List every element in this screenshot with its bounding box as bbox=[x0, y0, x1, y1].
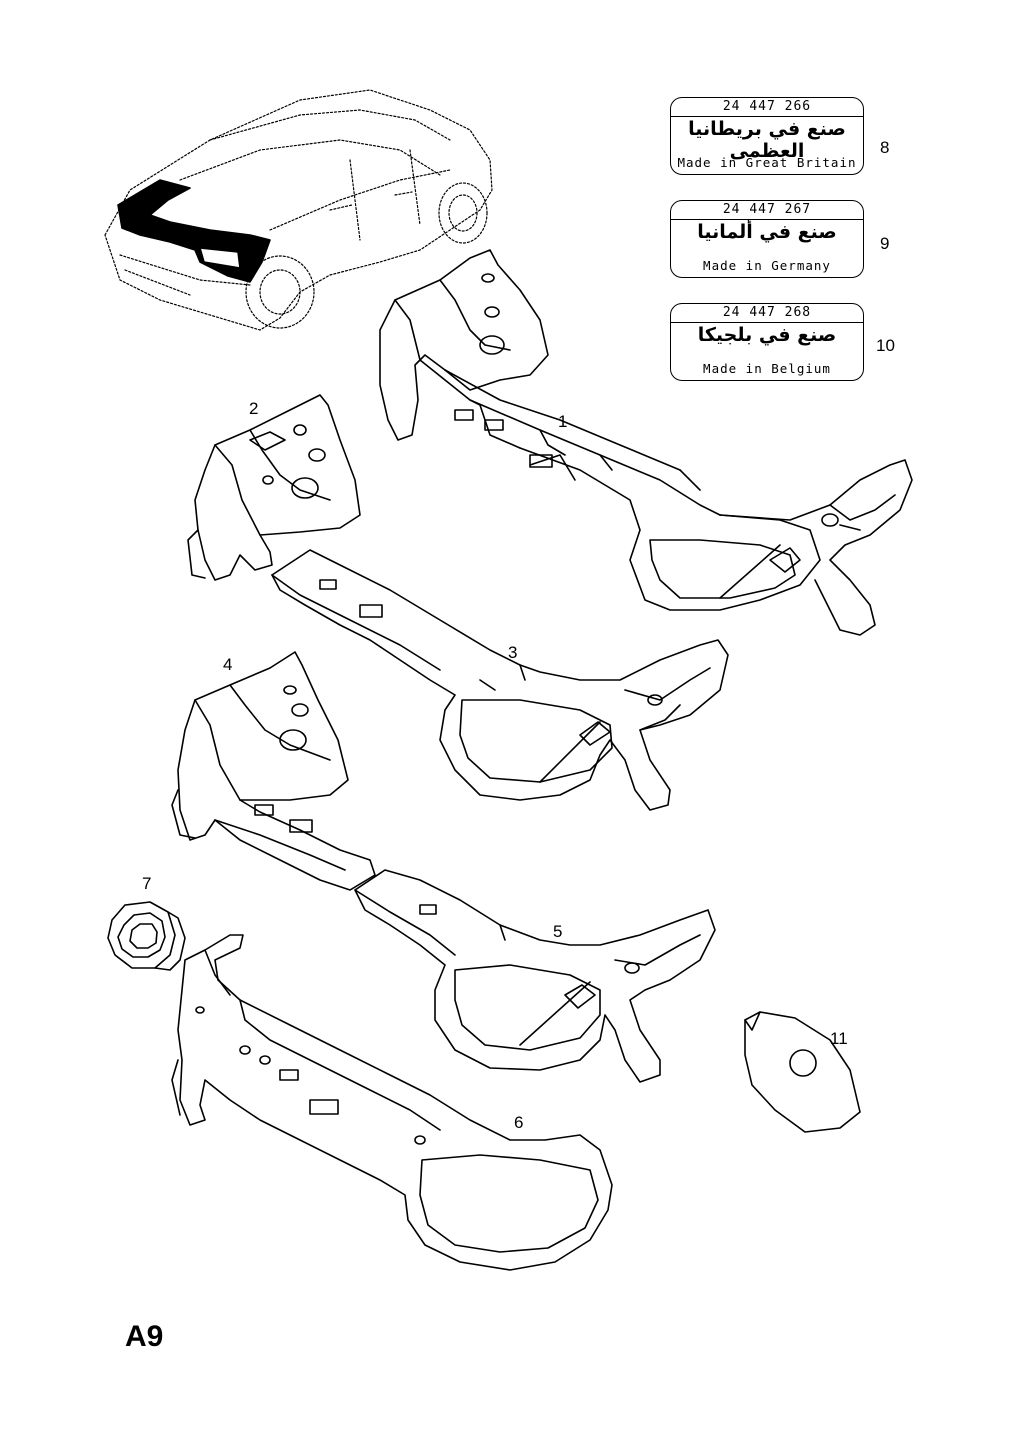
callout-3: 3 bbox=[508, 643, 518, 662]
label-divider bbox=[671, 219, 863, 220]
label-arabic-text: صنع في ألمانيا bbox=[697, 221, 837, 243]
page-code: A9 bbox=[125, 1320, 164, 1353]
part-11-reinforcement-plate bbox=[744, 1011, 861, 1133]
origin-label-great-britain: 24 447 266 صنع في بريطانيا العظمى Made i… bbox=[670, 97, 864, 175]
callout-11: 11 bbox=[830, 1029, 848, 1048]
car-overview-illustration bbox=[104, 89, 493, 331]
origin-label-germany: 24 447 267 صنع في ألمانيا Made in German… bbox=[670, 200, 864, 278]
part-4-headlamp-support-section bbox=[171, 651, 376, 891]
callout-7: 7 bbox=[142, 874, 152, 893]
label-divider bbox=[671, 322, 863, 323]
part-1-front-panel-assembly bbox=[379, 249, 913, 636]
label-arabic-text: صنع في بريطانيا العظمى bbox=[688, 118, 846, 162]
part-3-front-panel-section bbox=[271, 549, 729, 811]
callout-10: 10 bbox=[876, 336, 895, 355]
label-arabic-text: صنع في بلجيكا bbox=[697, 324, 837, 346]
label-part-number: 24 447 266 bbox=[722, 99, 812, 114]
highlighted-front-panel bbox=[117, 179, 271, 283]
callout-2: 2 bbox=[249, 399, 259, 418]
callout-5: 5 bbox=[553, 922, 563, 941]
label-part-number: 24 447 268 bbox=[722, 305, 812, 320]
label-origin-text: Made in Germany bbox=[703, 258, 831, 273]
label-origin-text: Made in Belgium bbox=[703, 361, 831, 376]
part-7-grommet bbox=[107, 901, 186, 971]
origin-label-belgium: 24 447 268 صنع في بلجيكا Made in Belgium bbox=[670, 303, 864, 381]
callout-1: 1 bbox=[558, 412, 568, 431]
callout-8: 8 bbox=[880, 138, 890, 157]
label-part-number: 24 447 267 bbox=[722, 202, 812, 217]
label-divider bbox=[671, 116, 863, 117]
callout-4: 4 bbox=[223, 655, 233, 674]
part-2-headlamp-support bbox=[187, 394, 361, 581]
callout-6: 6 bbox=[514, 1113, 524, 1132]
callout-9: 9 bbox=[880, 234, 890, 253]
part-5-front-panel-right-section bbox=[354, 869, 716, 1083]
part-6-lower-front-panel bbox=[171, 934, 613, 1271]
label-origin-text: Made in Great Britain bbox=[677, 155, 857, 170]
